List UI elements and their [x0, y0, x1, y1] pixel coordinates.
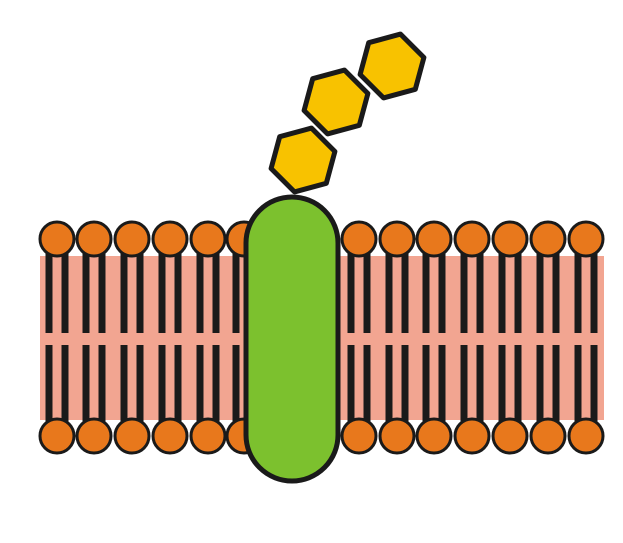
fatty-acid-tail	[363, 251, 371, 333]
fatty-acid-tail	[385, 345, 393, 424]
phospholipid-head	[529, 417, 567, 455]
fatty-acid-tail	[590, 345, 598, 424]
carbohydrate-hexagon	[301, 67, 371, 137]
fatty-acid-tail	[232, 251, 240, 333]
membrane-band-left	[40, 256, 254, 420]
fatty-acid-tail	[212, 251, 220, 333]
fatty-acid-tail	[174, 251, 182, 333]
carbohydrate-hexagon	[357, 31, 427, 101]
fatty-acid-tail	[476, 251, 484, 333]
phospholipid-head	[415, 417, 453, 455]
fatty-acid-tail	[460, 251, 468, 333]
phospholipid-head	[189, 220, 227, 258]
fatty-acid-tail	[536, 345, 544, 424]
fatty-acid-tail	[422, 345, 430, 424]
phospholipid-head	[38, 417, 76, 455]
fatty-acid-tail	[460, 345, 468, 424]
phospholipid-head	[113, 220, 151, 258]
phospholipid-head	[75, 417, 113, 455]
phospholipid-head	[453, 417, 491, 455]
fatty-acid-tail	[476, 345, 484, 424]
fatty-acid-tail	[498, 345, 506, 424]
fatty-acid-tails	[45, 251, 598, 424]
phospholipid-head	[151, 220, 189, 258]
phospholipid-head	[340, 417, 378, 455]
fatty-acid-tail	[158, 345, 166, 424]
fatty-acid-tail	[385, 251, 393, 333]
carbohydrate-chain	[268, 31, 427, 195]
phospholipid-head	[529, 220, 567, 258]
fatty-acid-tail	[347, 251, 355, 333]
fatty-acid-tail	[422, 251, 430, 333]
phospholipid-head	[75, 220, 113, 258]
fatty-acid-tail	[45, 345, 53, 424]
fatty-acid-tail	[196, 251, 204, 333]
fatty-acid-tail	[536, 251, 544, 333]
phospholipid-heads-bottom-row	[38, 417, 605, 455]
fatty-acid-tail	[174, 345, 182, 424]
fatty-acid-tail	[514, 251, 522, 333]
fatty-acid-tail	[61, 345, 69, 424]
fatty-acid-tail	[574, 345, 582, 424]
fatty-acid-tail	[98, 251, 106, 333]
phospholipid-head	[113, 417, 151, 455]
fatty-acid-tail	[136, 251, 144, 333]
fatty-acid-tail	[196, 345, 204, 424]
fatty-acid-tail	[514, 345, 522, 424]
carbohydrate-hexagon	[268, 125, 338, 195]
phospholipid-head	[378, 417, 416, 455]
fatty-acid-tail	[82, 345, 90, 424]
phospholipid-head	[415, 220, 453, 258]
phospholipid-head	[340, 220, 378, 258]
membrane-band	[40, 256, 254, 420]
fatty-acid-tail	[498, 251, 506, 333]
transmembrane-protein	[243, 194, 341, 484]
fatty-acid-tail	[120, 251, 128, 333]
fatty-acid-tail	[363, 345, 371, 424]
phospholipid-head	[378, 220, 416, 258]
phospholipid-head	[189, 417, 227, 455]
fatty-acid-tail	[45, 251, 53, 333]
phospholipid-head	[491, 220, 529, 258]
fatty-acid-tail	[401, 345, 409, 424]
fatty-acid-tail	[552, 345, 560, 424]
phospholipid-head	[567, 220, 605, 258]
fatty-acid-tail	[232, 345, 240, 424]
fatty-acid-tail	[212, 345, 220, 424]
fatty-acid-tail	[158, 251, 166, 333]
fatty-acid-tail	[438, 345, 446, 424]
phospholipid-head	[151, 417, 189, 455]
fatty-acid-tail	[120, 345, 128, 424]
phospholipid-head	[491, 417, 529, 455]
lipid-bilayer	[38, 220, 605, 455]
fatty-acid-tail	[61, 251, 69, 333]
fatty-acid-tail	[552, 251, 560, 333]
phospholipid-head	[453, 220, 491, 258]
fatty-acid-tail	[401, 251, 409, 333]
fatty-acid-tail	[82, 251, 90, 333]
phospholipid-head	[38, 220, 76, 258]
fatty-acid-tail	[98, 345, 106, 424]
fatty-acid-tail	[574, 251, 582, 333]
phospholipid-head	[567, 417, 605, 455]
fatty-acid-tail	[347, 345, 355, 424]
fatty-acid-tail	[136, 345, 144, 424]
fatty-acid-tail	[590, 251, 598, 333]
fatty-acid-tail	[438, 251, 446, 333]
phospholipid-heads-top-row	[38, 220, 605, 258]
